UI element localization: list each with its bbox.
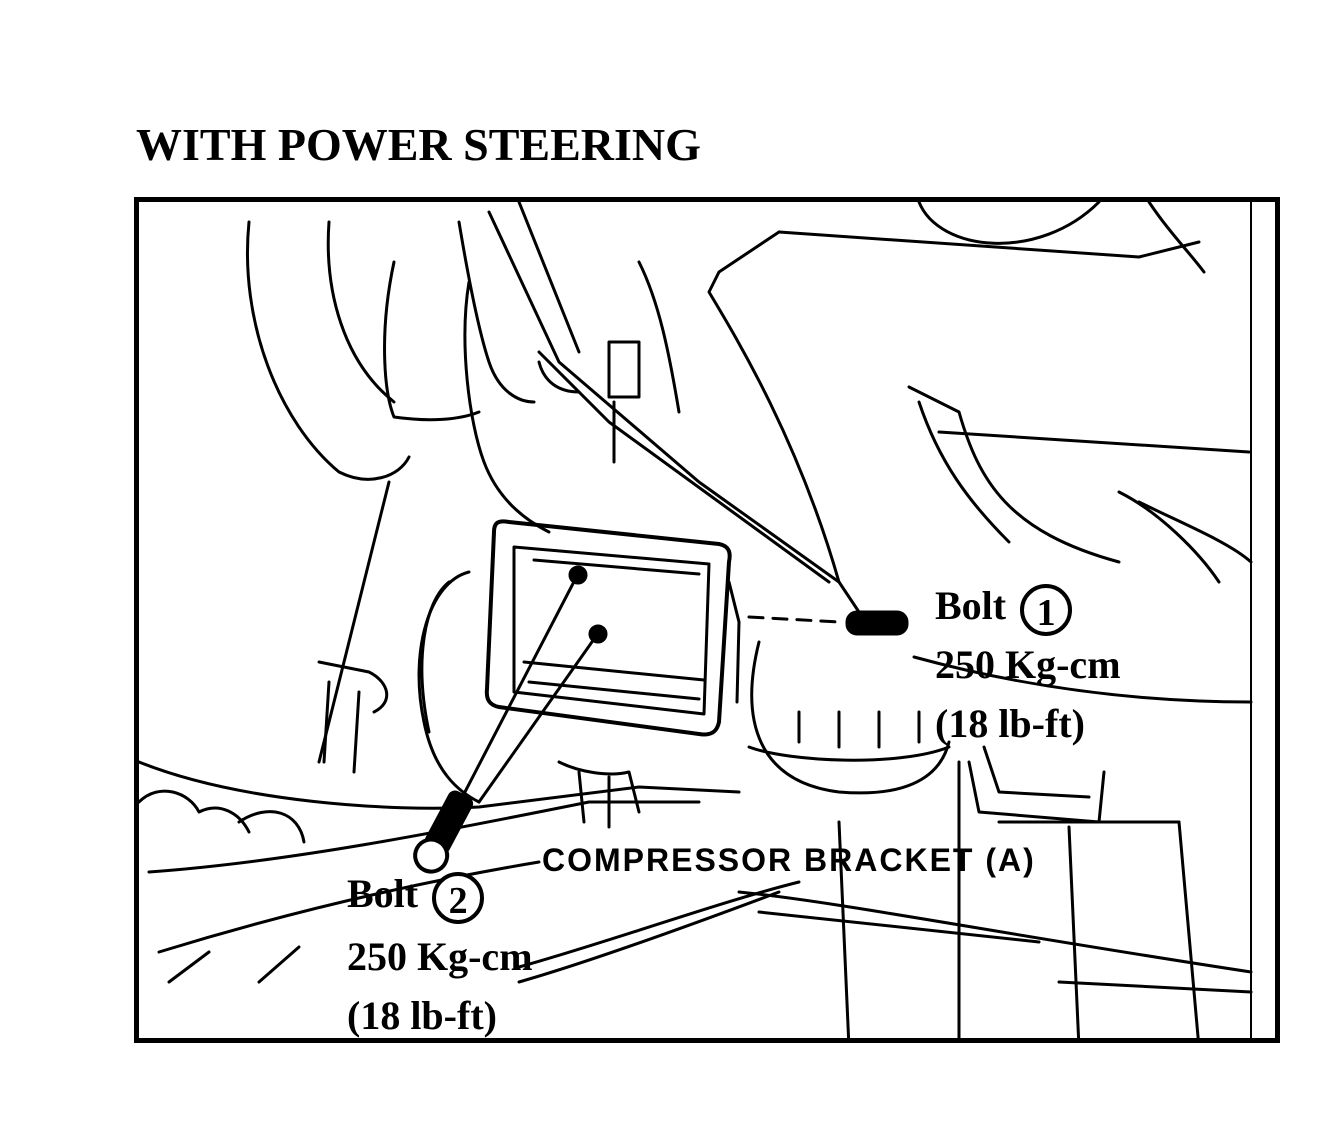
bolt-2-label: Bolt 2 (347, 871, 485, 924)
bolt-2-number: 2 (432, 872, 485, 924)
bolt-1-torque-imperial: (18 lb-ft) (935, 701, 1085, 746)
bolt-2-text: Bolt (347, 871, 419, 917)
bolt-1-text: Bolt (935, 583, 1007, 629)
engine-line-drawing (139, 202, 1253, 1038)
bolt-1-torque-metric: 250 Kg-cm (935, 642, 1121, 687)
bolt-1-number: 1 (1020, 584, 1073, 636)
compressor-bracket-label: COMPRESSOR BRACKET (A) (542, 842, 1036, 878)
bolt-2-torque-imperial: (18 lb-ft) (347, 993, 497, 1038)
diagram-title: WITH POWER STEERING (136, 119, 701, 170)
bolt-1-label: Bolt 1 (935, 583, 1073, 636)
bolt-2-torque-metric: 250 Kg-cm (347, 934, 533, 979)
illustration-frame: Bolt 1 250 Kg-cm (18 lb-ft) Bolt 2 250 Kg-… (134, 197, 1280, 1043)
